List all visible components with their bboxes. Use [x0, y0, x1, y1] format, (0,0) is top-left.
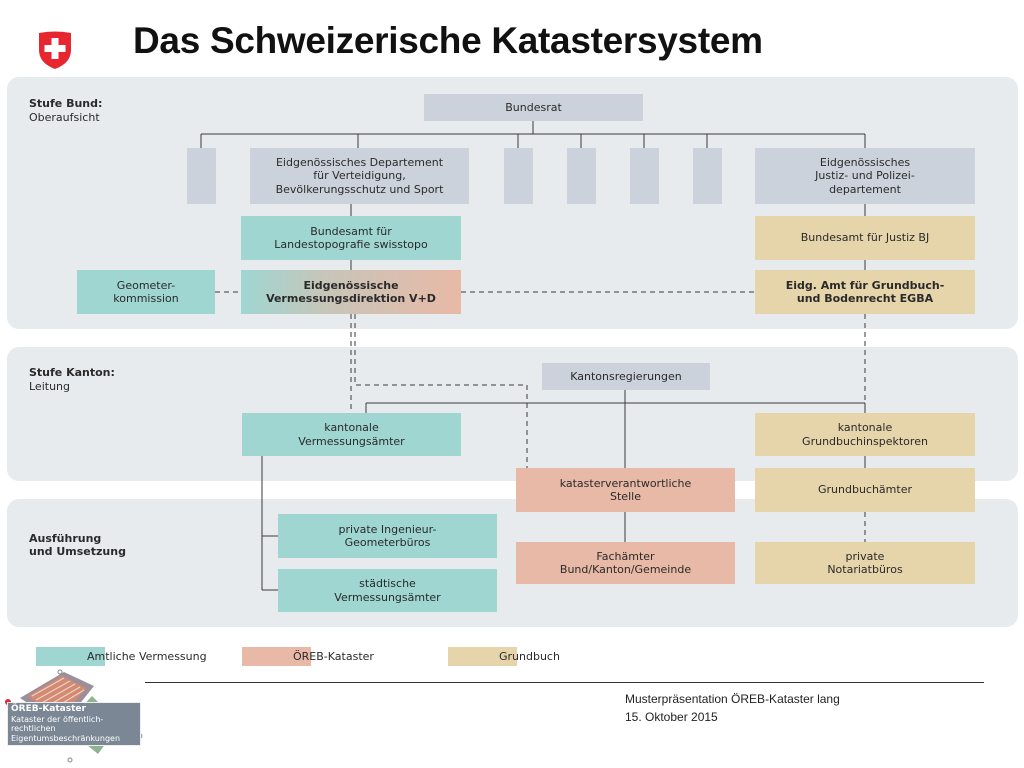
page-title: Das Schweizerische Katastersystem	[133, 20, 763, 61]
band-label-kanton-normal: Leitung	[29, 379, 70, 393]
box-department-4	[567, 148, 596, 204]
box-katasterverantwortliche-stelle: katasterverantwortliche Stelle	[516, 468, 735, 512]
footer-date: 15. Oktober 2015	[625, 710, 718, 724]
legend-label-oereb: ÖREB-Kataster	[293, 650, 374, 663]
box-geometerkommission: Geometer- kommission	[77, 270, 215, 314]
legend-swatch-amtliche	[36, 647, 105, 666]
box-department-5	[630, 148, 659, 204]
footer-presentation: Musterpräsentation ÖREB-Kataster lang	[625, 692, 840, 706]
footer-rule	[145, 682, 984, 683]
band-label-bund-normal: Oberaufsicht	[29, 110, 100, 124]
legend-label-grundbuch: Grundbuch	[499, 650, 560, 663]
legend-swatch-oereb	[242, 647, 311, 666]
band-label-kanton: Stufe Kanton: Leitung	[29, 366, 115, 393]
box-grundbuchaemter: Grundbuchämter	[755, 468, 975, 512]
box-egba: Eidg. Amt für Grundbuch- und Bodenrecht …	[755, 270, 975, 314]
swiss-shield-icon	[39, 31, 71, 69]
box-grundbuchinspektoren: kantonale Grundbuchinspektoren	[755, 413, 975, 456]
logo-subtitle: Kataster der öffentlich-rechtlichen Eige…	[11, 714, 121, 743]
box-staedtische-vermessungsaemter: städtische Vermessungsämter	[278, 569, 497, 612]
box-kantonale-vermessungsaemter: kantonale Vermessungsämter	[242, 413, 461, 456]
box-swisstopo: Bundesamt für Landestopografie swisstopo	[241, 216, 461, 260]
box-department-3	[504, 148, 533, 204]
box-notariatbueros: private Notariatbüros	[755, 542, 975, 584]
box-bj: Bundesamt für Justiz BJ	[755, 216, 975, 260]
legend-swatch-grundbuch	[448, 647, 517, 666]
band-label-ausfuehrung-bold: Ausführung und Umsetzung	[29, 531, 126, 559]
logo-title: ÖREB-Kataster	[11, 704, 86, 714]
logo-caption: ÖREB-Kataster Kataster der öffentlich-re…	[7, 702, 141, 746]
band-label-kanton-bold: Stufe Kanton:	[29, 366, 115, 379]
box-ejpd: Eidgenössisches Justiz- und Polizei- dep…	[755, 148, 975, 204]
box-kantonsregierungen: Kantonsregierungen	[542, 363, 710, 390]
box-bundesrat: Bundesrat	[424, 94, 643, 121]
box-fachaemter: Fachämter Bund/Kanton/Gemeinde	[516, 542, 735, 584]
box-ingenieur-geometerbueros: private Ingenieur- Geometerbüros	[278, 514, 497, 558]
box-department-6	[693, 148, 722, 204]
box-vbs: Eidgenössisches Departement für Verteidi…	[250, 148, 469, 204]
band-label-bund: Stufe Bund: Oberaufsicht	[29, 97, 102, 124]
band-label-ausfuehrung: Ausführung und Umsetzung	[29, 518, 126, 572]
band-label-bund-bold: Stufe Bund:	[29, 97, 103, 110]
legend-label-amtliche: Amtliche Vermessung	[87, 650, 207, 663]
box-department-1	[187, 148, 216, 204]
dashed-vd-katasterstelle	[354, 314, 528, 468]
box-vermessungsdirektion: Eidgenössische Vermessungsdirektion V+D	[241, 270, 461, 314]
